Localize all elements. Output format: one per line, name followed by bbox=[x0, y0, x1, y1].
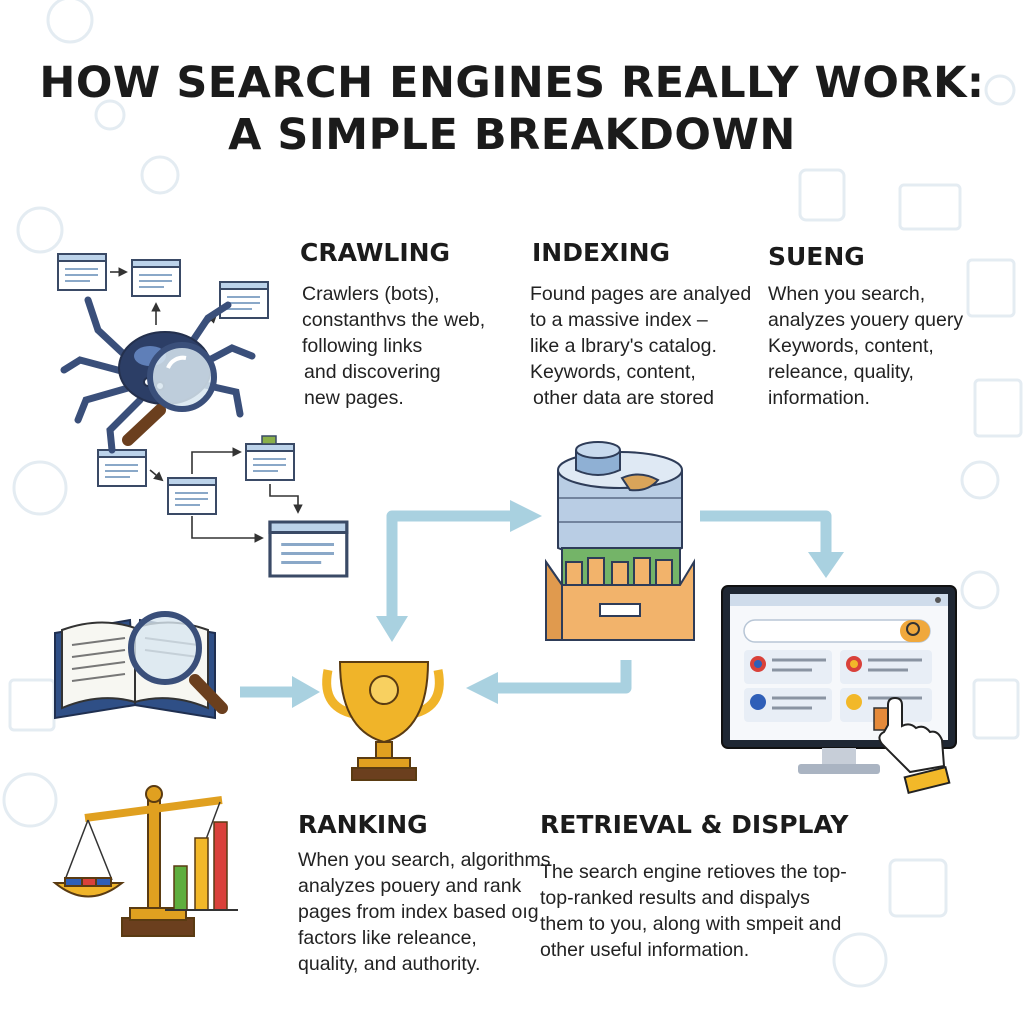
serving-text-line: analyzes youery query bbox=[768, 309, 964, 331]
bg-id-card-icon bbox=[973, 378, 1023, 438]
bg-gear-icon bbox=[16, 206, 64, 254]
retrieval-text-line: top-ranked results and dispalys bbox=[540, 887, 810, 909]
crawling-heading: CRAWLING bbox=[300, 238, 451, 267]
page-title-line-1: HOW SEARCH ENGINES REALLY WORK: bbox=[39, 58, 985, 108]
retrieval-text-line: The search engine retioves the top- bbox=[540, 861, 847, 883]
crawling-text-line: following links bbox=[302, 335, 423, 357]
ranking-heading: RANKING bbox=[298, 810, 428, 839]
bg-user-icon bbox=[888, 858, 948, 918]
bar-chart-icon bbox=[165, 821, 238, 911]
bg-lightbulb-icon bbox=[140, 155, 180, 195]
ranking-text-line: factors like releance, bbox=[298, 927, 477, 949]
retrieval-heading: RETRIEVAL & DISPLAY bbox=[540, 810, 849, 839]
indexing-text-line: Found pages are analyed bbox=[530, 283, 752, 305]
indexing-text-line: like a lbrary's catalog. bbox=[530, 335, 717, 357]
ranking-text-line: quality, and authority. bbox=[298, 953, 481, 975]
bg-gear-icon bbox=[832, 932, 888, 988]
trophy-icon bbox=[322, 661, 444, 781]
balance-scale-icon bbox=[52, 785, 223, 937]
bg-globe-icon bbox=[2, 772, 58, 828]
bg-user-icon bbox=[984, 74, 1016, 106]
ranking-text-line: pages from index based oıg bbox=[298, 901, 539, 923]
pointing-hand-cursor-icon bbox=[873, 696, 951, 795]
bg-doc-icon bbox=[972, 678, 1020, 740]
flow-arrowhead bbox=[292, 500, 844, 708]
flow-arrow-icon bbox=[240, 510, 832, 698]
serving-text-line: When you search, bbox=[768, 283, 926, 305]
retrieval-text-line: them to you, along with smpeit and bbox=[540, 913, 842, 935]
book-with-magnifier-icon bbox=[54, 611, 228, 720]
bg-network-icon bbox=[960, 460, 1000, 500]
serving-heading: SUENG bbox=[768, 242, 865, 271]
ranking-text-line: analyzes pouery and rank bbox=[298, 875, 522, 897]
bg-mail-icon bbox=[898, 183, 962, 231]
crawling-text-line: new pages. bbox=[304, 387, 404, 409]
bg-globe-icon bbox=[12, 460, 68, 516]
bg-gear-icon bbox=[46, 0, 94, 44]
retrieval-text-line: other useful information. bbox=[540, 939, 750, 961]
crawling-text-line: constanthvs the web, bbox=[302, 309, 486, 331]
crawling-text-line: and discovering bbox=[304, 361, 441, 383]
database-card-catalog-icon bbox=[545, 441, 695, 641]
indexing-text-line: Keywords, content, bbox=[530, 361, 696, 383]
bg-lock-icon bbox=[798, 168, 846, 222]
indexing-heading: INDEXING bbox=[532, 238, 671, 267]
crawling-text-line: Crawlers (bots), bbox=[302, 283, 440, 305]
serving-text-line: Keywords, content, bbox=[768, 335, 934, 357]
bg-search-icon bbox=[94, 99, 126, 131]
bg-network-icon bbox=[960, 570, 1000, 610]
indexing-text-line: to a massive index – bbox=[530, 309, 708, 331]
computer-monitor-search-results-icon bbox=[721, 585, 957, 774]
serving-text-line: information. bbox=[768, 387, 870, 409]
serving-text-line: releance, quality, bbox=[768, 361, 914, 383]
linked-web-pages-icon bbox=[57, 253, 349, 578]
indexing-text-line: other data are stored bbox=[533, 387, 715, 409]
ranking-text-line: When you search, algorithms bbox=[298, 849, 551, 871]
page-title-line-2: A SIMPLE BREAKDOWN bbox=[228, 110, 796, 160]
bg-id-card-icon bbox=[966, 258, 1016, 318]
spider-with-magnifier-icon bbox=[60, 296, 256, 454]
